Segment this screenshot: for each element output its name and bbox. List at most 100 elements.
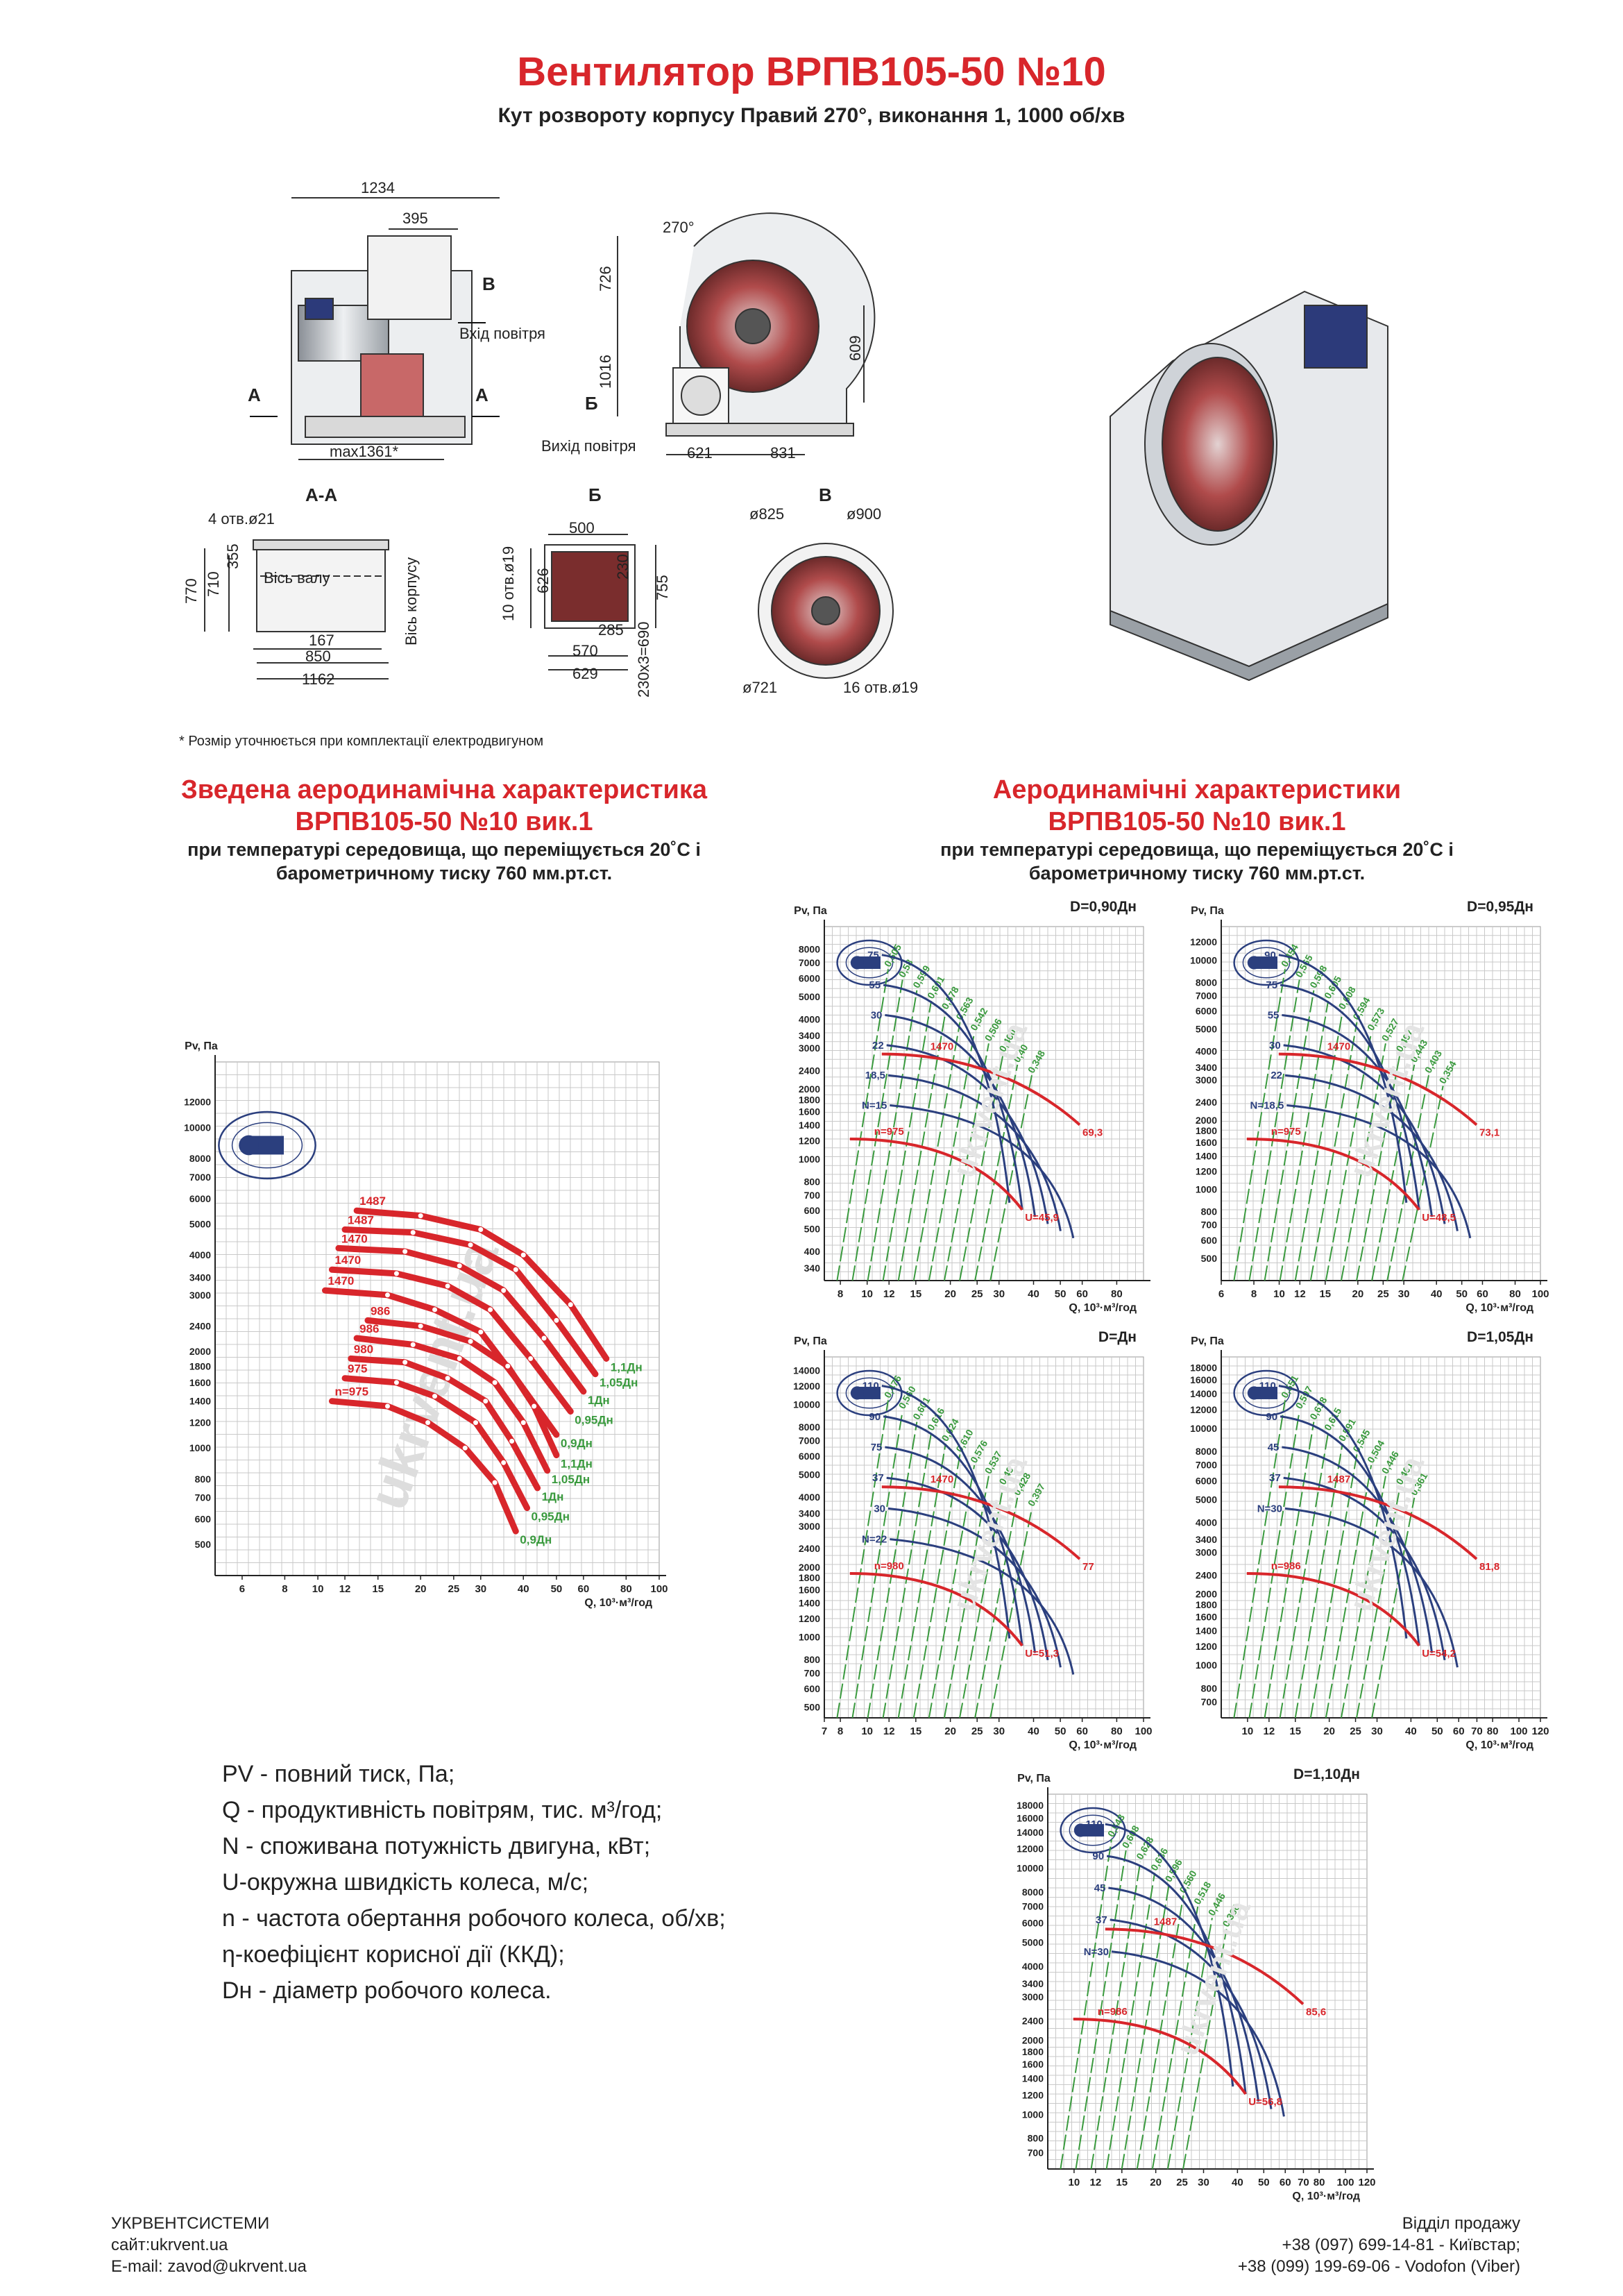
curve-marker [393, 1271, 399, 1276]
curve-marker [462, 1445, 468, 1451]
x-tick-label: 12 [1090, 2177, 1102, 2188]
power-label: 37 [1096, 1914, 1107, 1926]
x-tick-label: 10 [1242, 1725, 1254, 1737]
speed-label: 1487 [1154, 1916, 1177, 1927]
power-label: 110 [1259, 1381, 1276, 1392]
x-tick-label: 15 [1319, 1288, 1331, 1300]
y-tick-label: 8000 [189, 1153, 211, 1164]
curve-diameter-label: 1,1Дн [561, 1457, 593, 1470]
svg-text:А: А [475, 385, 488, 405]
curve-marker [425, 1420, 431, 1426]
x-tick-label: 8 [838, 1288, 843, 1300]
detail-title-1: Аеродинамічні характеристики [992, 775, 1402, 804]
power-curve [1278, 954, 1408, 1203]
svg-text:626: 626 [534, 568, 552, 593]
front-view [617, 212, 876, 455]
x-tick-label: 80 [1111, 1288, 1123, 1300]
efficiency-line [882, 1433, 933, 1719]
x-tick-label: 60 [1453, 1725, 1465, 1737]
x-tick-label: 30 [475, 1583, 486, 1595]
y-tick-label: 2400 [189, 1321, 211, 1332]
x-tick-label: 100 [1531, 1288, 1549, 1300]
summary-curve [353, 1335, 551, 1474]
x-tick-label: 6 [1218, 1288, 1224, 1300]
x-tick-label: 50 [551, 1583, 563, 1595]
y-tick-label: 12000 [1190, 1404, 1217, 1415]
curve-marker [554, 1317, 559, 1323]
curve-marker [393, 1380, 399, 1385]
curve-diameter-label: 0,95Дн [575, 1414, 613, 1427]
y-axis-label: Pv, Па [794, 905, 827, 917]
y-tick-label: 800 [804, 1654, 821, 1665]
x-tick-label: 80 [1314, 2177, 1325, 2188]
x-tick-label: 20 [415, 1583, 427, 1595]
x-tick-label: 30 [993, 1725, 1005, 1737]
summary-curve [341, 1226, 599, 1378]
summary-curve [328, 1266, 574, 1415]
y-tick-label: 3000 [799, 1521, 820, 1532]
x-tick-label: 100 [1511, 1725, 1528, 1737]
power-curve [1280, 1415, 1420, 1646]
y-tick-label: 4000 [799, 1492, 820, 1503]
y-tick-label: 1800 [189, 1360, 211, 1371]
y-tick-label: 3000 [799, 1043, 820, 1054]
curve-speed-label: 1487 [359, 1195, 386, 1208]
curve-marker [473, 1420, 479, 1426]
curve-marker [445, 1283, 450, 1289]
x-tick-label: 100 [650, 1583, 668, 1595]
y-tick-label: 5000 [799, 1469, 820, 1480]
y-tick-label: 800 [1201, 1206, 1218, 1217]
x-tick-label: 120 [1531, 1725, 1549, 1737]
svg-text:621: 621 [687, 444, 713, 462]
detail-sub-2: барометричному тиску 760 мм.рт.ст. [1028, 863, 1366, 884]
y-tick-label: 2000 [1196, 1588, 1217, 1599]
efficiency-line [1264, 990, 1315, 1281]
power-curve [1105, 1823, 1234, 2087]
curve-marker [520, 1420, 526, 1426]
x-tick-label: 12 [339, 1583, 351, 1595]
y-tick-label: 1000 [1196, 1660, 1217, 1671]
x-tick-label: 60 [1477, 1288, 1488, 1300]
x-tick-label: 25 [971, 1288, 983, 1300]
curve-marker [492, 1480, 498, 1485]
phone-kyivstar[interactable]: +38 (097) 699-14-81 - Київстар; [1282, 2236, 1520, 2254]
curve-marker [410, 1342, 416, 1347]
x-tick-label: 15 [1116, 2177, 1128, 2188]
speed-end-label: U=48,5 [1422, 1212, 1456, 1224]
y-tick-label: 1400 [1196, 1625, 1217, 1636]
power-label: N=30 [1084, 1946, 1109, 1958]
x-tick-label: 60 [1076, 1288, 1088, 1300]
y-tick-label: 5000 [1196, 1494, 1217, 1505]
svg-text:Б: Б [585, 393, 598, 414]
technical-drawings: 1234 395 В Вхід повітря А А max1361* 270… [182, 179, 1388, 698]
phone-vodafone[interactable]: +38 (099) 199-69-06 - Vodofon (Viber) [1237, 2257, 1520, 2276]
power-curve [1280, 984, 1420, 1210]
svg-text:395: 395 [402, 210, 428, 227]
speed-end-label: U=54,2 [1422, 1648, 1456, 1660]
speed-label: 1470 [931, 1474, 953, 1485]
site-link[interactable]: сайт:ukrvent.ua [111, 2236, 228, 2254]
speed-curve [1105, 1927, 1305, 2005]
y-tick-label: 1000 [799, 1632, 820, 1643]
power-label: 75 [1266, 979, 1277, 991]
speed-label: n=975 [874, 1126, 904, 1138]
x-axis-label: Q, 10³·м³/год [584, 1597, 652, 1609]
svg-text:ø825: ø825 [749, 505, 784, 523]
x-tick-label: 100 [1337, 2177, 1354, 2188]
chart-title: D=0,90Дн [1070, 899, 1137, 915]
x-tick-label: 25 [1350, 1725, 1361, 1737]
x-tick-label: 80 [1111, 1725, 1123, 1737]
efficiency-line [1151, 1906, 1199, 2170]
svg-text:16 отв.ø19: 16 отв.ø19 [843, 679, 918, 696]
y-tick-label: 7000 [799, 1435, 820, 1446]
x-axis-label: Q, 10³·м³/год [1292, 2191, 1360, 2202]
email-link[interactable]: E-mail: zavod@ukrvent.ua [111, 2257, 307, 2276]
footer-right: Відділ продажу +38 (097) 699-14-81 - Киї… [1238, 2213, 1520, 2277]
y-tick-label: 1600 [1022, 2059, 1044, 2070]
legend-item: Q - продуктивність повітрям, тис. м³/год… [222, 1797, 663, 1823]
power-curve [881, 1385, 1011, 1639]
y-tick-label: 1600 [799, 1106, 820, 1117]
